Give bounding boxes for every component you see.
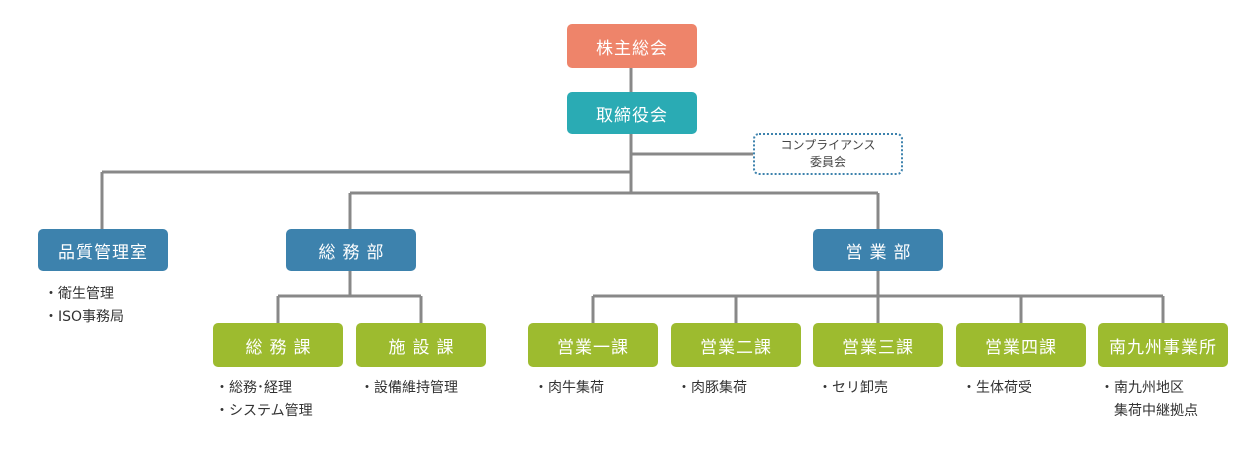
compliance-committee-box: コンプライアンス 委員会 [753, 133, 903, 175]
section-facilities-notes: ・設備維持管理 [360, 377, 458, 400]
note-item: ・肉豚集荷 [677, 380, 747, 396]
quality-notes: ・衛生管理 ・ISO事務局 [44, 283, 124, 329]
section-facilities-box: 施設課 [356, 323, 486, 367]
board-of-directors-box: 取締役会 [567, 92, 697, 134]
note-item: 集荷中継拠点 [1114, 403, 1198, 419]
note-item: ・システム管理 [215, 403, 313, 419]
section-general-affairs-notes: ・総務･経理 ・システム管理 [215, 377, 313, 423]
note-item: ・ISO事務局 [44, 309, 125, 325]
note-item: ・総務･経理 [215, 380, 292, 396]
section-sales-2-notes: ・肉豚集荷 [677, 377, 747, 400]
section-sales-3-notes: ・セリ卸売 [818, 377, 888, 400]
section-south-kyushu-office-box: 南九州事業所 [1098, 323, 1228, 367]
section-general-affairs-box: 総務課 [213, 323, 343, 367]
shareholders-meeting-box: 株主総会 [567, 24, 697, 68]
section-sales-1-box: 営業一課 [528, 323, 658, 367]
note-item: ・南九州地区 [1100, 380, 1184, 396]
section-sales-4-box: 営業四課 [956, 323, 1086, 367]
section-sales-3-box: 営業三課 [813, 323, 943, 367]
sales-dept-box: 営業部 [813, 229, 943, 271]
note-item: ・生体荷受 [962, 380, 1032, 396]
note-item: ・肉牛集荷 [534, 380, 604, 396]
note-item: ・セリ卸売 [818, 380, 888, 396]
compliance-label-line1: コンプライアンス [780, 138, 876, 152]
compliance-label-line2: 委員会 [809, 155, 846, 169]
quality-control-office-box: 品質管理室 [38, 229, 168, 271]
note-item: ・衛生管理 [44, 286, 114, 302]
section-sales-2-box: 営業二課 [671, 323, 801, 367]
section-south-kyushu-notes: ・南九州地区 集荷中継拠点 [1100, 377, 1198, 423]
section-sales-4-notes: ・生体荷受 [962, 377, 1032, 400]
section-sales-1-notes: ・肉牛集荷 [534, 377, 604, 400]
general-affairs-dept-box: 総務部 [286, 229, 416, 271]
note-item: ・設備維持管理 [360, 380, 458, 396]
